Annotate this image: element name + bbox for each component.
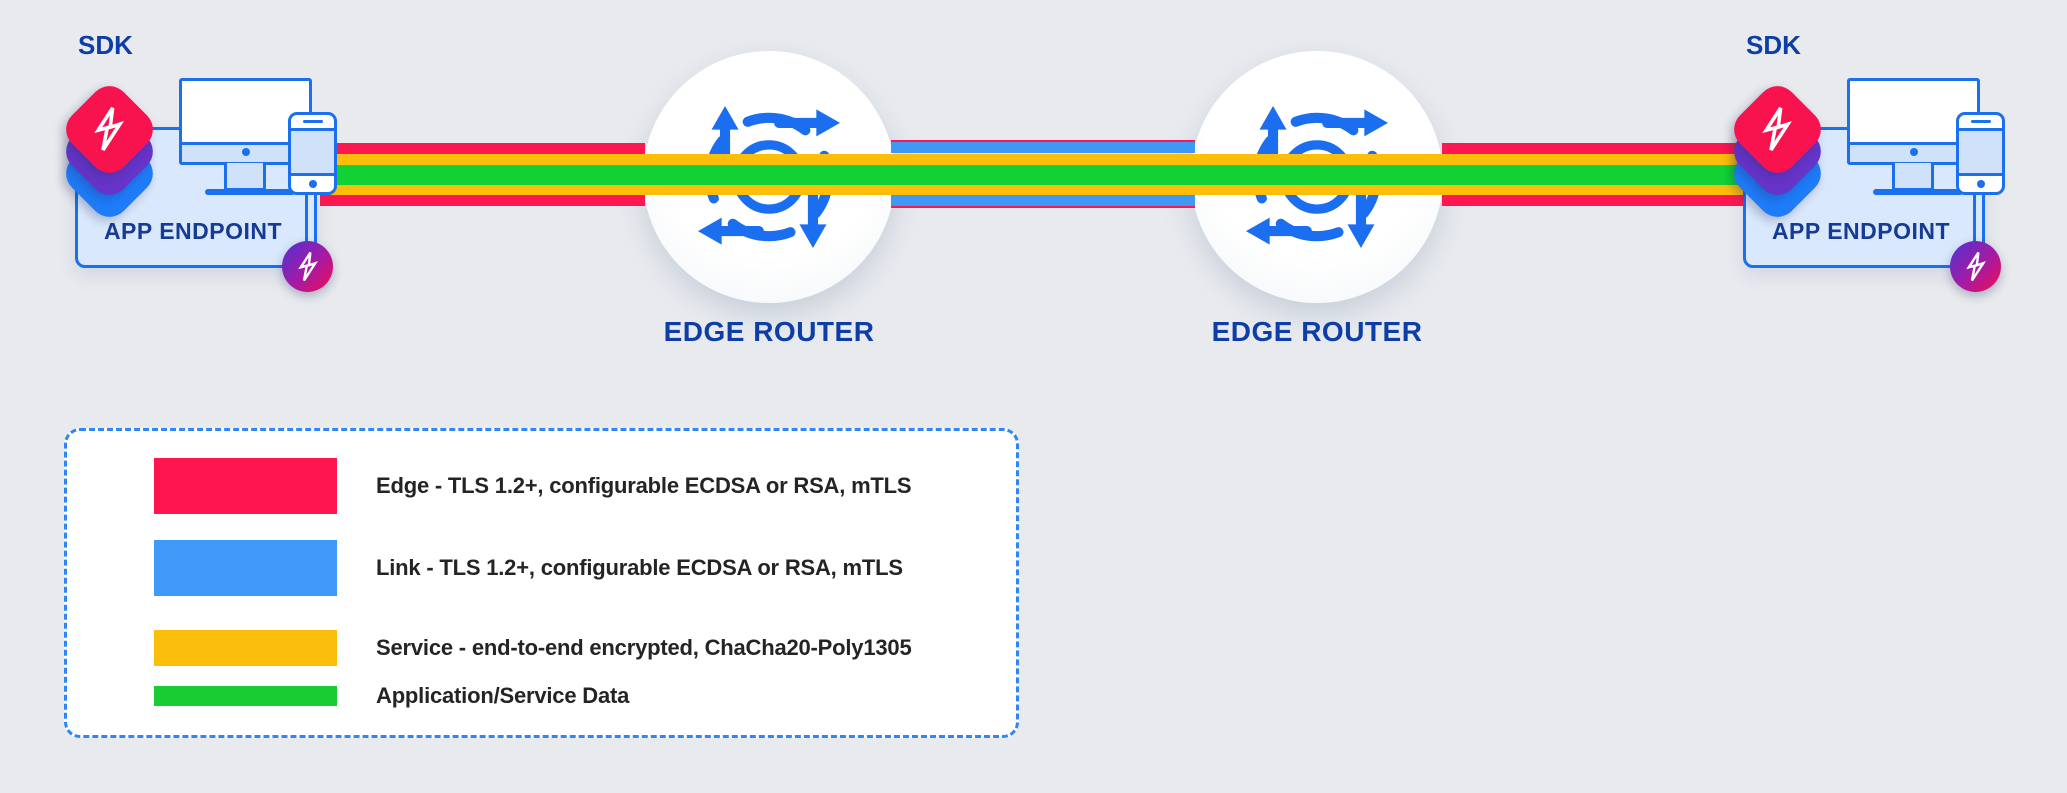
- lightning-bolt-icon: [1967, 251, 1984, 282]
- legend-row-link: Link - TLS 1.2+, configurable ECDSA or R…: [154, 540, 903, 596]
- edge-band-left-top: [320, 143, 645, 154]
- edge-router-label-right: EDGE ROUTER: [1211, 316, 1423, 347]
- app-endpoint-right: SDK APP ENDPOINT: [1725, 0, 2026, 300]
- phone-screen: [1959, 128, 2002, 176]
- monitor-stand: [224, 163, 266, 191]
- sdk-stack-icon: [1725, 72, 1829, 225]
- monitor-icon: [1847, 78, 1980, 165]
- monitor-dot: [1909, 148, 1918, 156]
- monitor-base: [1873, 189, 1963, 195]
- phone-speaker: [302, 120, 323, 123]
- edge-router-label-left: EDGE ROUTER: [663, 316, 875, 347]
- sdk-stack-icon: [57, 72, 161, 225]
- sdk-label: SDK: [78, 30, 133, 60]
- edge-band-right-bottom: [1442, 195, 1750, 206]
- phone-icon: [288, 112, 337, 195]
- legend-row-edge: Edge - TLS 1.2+, configurable ECDSA or R…: [154, 458, 912, 514]
- monitor-bezel: [182, 142, 309, 162]
- lightning-bolt-icon: [299, 251, 316, 282]
- data-band: [320, 165, 1750, 185]
- monitor-base: [205, 189, 295, 195]
- endpoint-label: APP ENDPOINT: [103, 218, 283, 244]
- legend-swatch-service: [154, 630, 337, 666]
- phone-icon: [1956, 112, 2005, 195]
- edge-band-left-bottom: [320, 195, 645, 206]
- phone-screen: [291, 128, 334, 176]
- sdk-label: SDK: [1746, 30, 1801, 60]
- edge-band-right-top: [1442, 143, 1750, 154]
- legend-swatch-application: [154, 686, 337, 706]
- legend-row-service: Service - end-to-end encrypted, ChaCha20…: [154, 630, 912, 666]
- lightning-bolt-icon: [96, 106, 122, 152]
- lightning-bolt-icon: [1764, 106, 1790, 152]
- legend: Edge - TLS 1.2+, configurable ECDSA or R…: [64, 428, 1019, 738]
- legend-swatch-edge: [154, 458, 337, 514]
- badge-connector-line: [1973, 193, 1976, 247]
- monitor-dot: [241, 148, 250, 156]
- link-band-bottom: [891, 195, 1195, 206]
- phone-speaker: [1970, 120, 1991, 123]
- endpoint-label: APP ENDPOINT: [1771, 218, 1951, 244]
- legend-label-link: Link - TLS 1.2+, configurable ECDSA or R…: [376, 555, 903, 580]
- ziti-badge-icon: [1950, 241, 2001, 292]
- ziti-badge-icon: [282, 241, 333, 292]
- legend-swatch-link: [154, 540, 337, 596]
- link-band-top: [891, 142, 1195, 153]
- badge-connector-line: [305, 193, 308, 247]
- phone-home-button: [1976, 180, 1985, 188]
- legend-label-service: Service - end-to-end encrypted, ChaCha20…: [376, 635, 912, 660]
- legend-row-application: Application/Service Data: [154, 683, 630, 708]
- legend-label-application: Application/Service Data: [376, 683, 630, 708]
- app-endpoint-left: SDK APP ENDPOINT: [57, 0, 358, 300]
- legend-label-edge: Edge - TLS 1.2+, configurable ECDSA or R…: [376, 473, 912, 498]
- phone-home-button: [308, 180, 317, 188]
- service-band-bottom: [320, 185, 1750, 195]
- monitor-bezel: [1850, 142, 1977, 162]
- service-band-top: [320, 154, 1750, 165]
- monitor-stand: [1892, 163, 1934, 191]
